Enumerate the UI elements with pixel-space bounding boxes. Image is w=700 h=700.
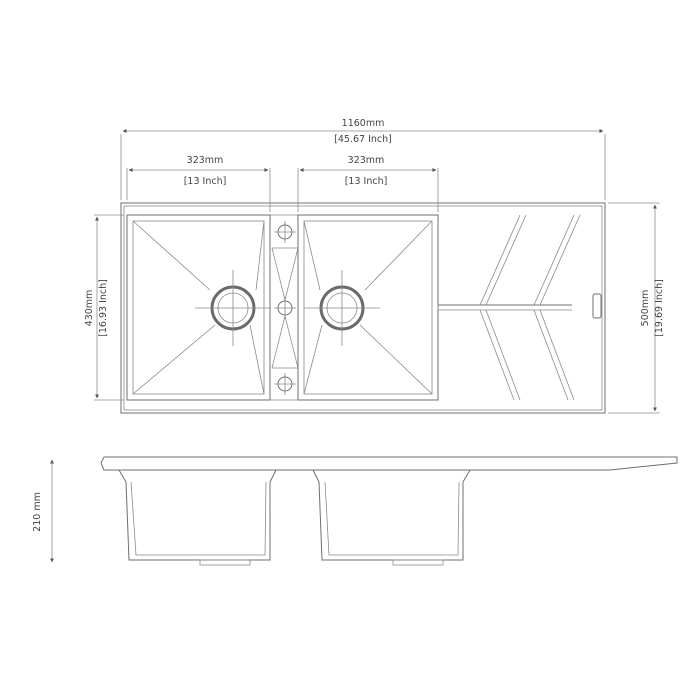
tap-hole-slot (592, 293, 602, 319)
sink-inner-outline (123, 205, 603, 411)
sink-outline (120, 202, 606, 414)
right-bowl (297, 214, 439, 401)
bowl-depth-inch-label: [16.93 Inch] (98, 279, 109, 337)
overall-width-label: 1160mm (342, 118, 385, 129)
overall-depth-label: 500mm (640, 290, 651, 327)
left-bowl-width-inch-label: [13 Inch] (184, 176, 227, 187)
dimension-lines (94, 129, 660, 414)
height-label: 210 mm (32, 492, 43, 532)
side-right-bowl (312, 469, 471, 561)
side-worktop (100, 456, 678, 471)
overall-depth-inch-label: [19.69 Inch] (654, 279, 665, 337)
bowl-depth-label: 430mm (84, 290, 95, 327)
side-left-bowl (118, 469, 277, 561)
left-bowl (126, 214, 271, 401)
right-bowl-width-inch-label: [13 Inch] (345, 176, 388, 187)
left-bowl-width-label: 323mm (187, 155, 224, 166)
right-bowl-width-label: 323mm (348, 155, 385, 166)
centre-divider (270, 214, 300, 401)
top-view: 1160mm [45.67 Inch] 323mm [13 Inch] 323m… (84, 118, 665, 414)
side-view: 210 mm (32, 456, 678, 566)
drainer-board (437, 214, 602, 401)
overall-width-inch-label: [45.67 Inch] (334, 134, 392, 145)
